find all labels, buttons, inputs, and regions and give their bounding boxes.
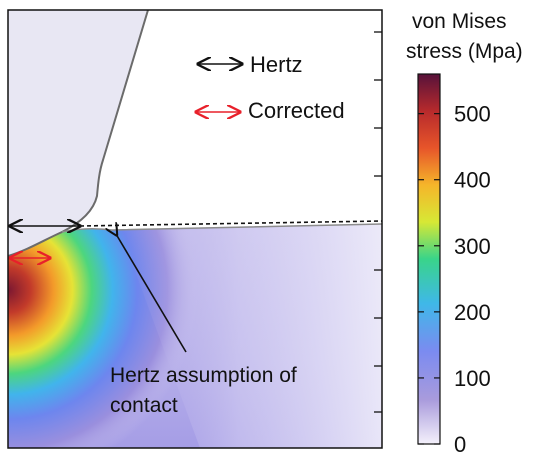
- colorbar-tick-label: 300: [454, 234, 491, 259]
- plot-frame: [7, 9, 383, 449]
- hertz-assumption-dashed-line: [79, 220, 382, 227]
- substrate-surface-line: [61, 223, 382, 233]
- annotation-pointer: [116, 234, 187, 353]
- colorbar-tick-label: 200: [454, 300, 491, 325]
- plot-right-ticks: [374, 31, 382, 413]
- colorbar-tick-label: 100: [454, 366, 491, 391]
- legend-hertz-label: Hertz: [250, 52, 303, 77]
- indenter-outline: [8, 10, 149, 257]
- colorbar-tick-label: 0: [454, 432, 466, 457]
- colorbar-gradient: [417, 73, 441, 445]
- plot-area: [8, 10, 382, 448]
- substrate-surface-fade: [120, 224, 382, 448]
- legend-corrected-label: Corrected: [248, 98, 345, 123]
- colorbar-tick-label: 400: [454, 168, 491, 193]
- colorbar: von Mises stress (Mpa) 500 400 300 200 100 0: [406, 10, 523, 457]
- colorbar-ticks: 500 400 300 200 100 0: [418, 102, 491, 457]
- annotation-line-1: Hertz assumption of: [110, 364, 297, 387]
- colorbar-title-line-2: stress (Mpa): [406, 40, 523, 63]
- colorbar-tick-label: 500: [454, 102, 491, 127]
- indenter: [8, 10, 148, 256]
- colorbar-title-line-1: von Mises: [412, 10, 507, 33]
- annotation-line-2: contact: [110, 394, 178, 417]
